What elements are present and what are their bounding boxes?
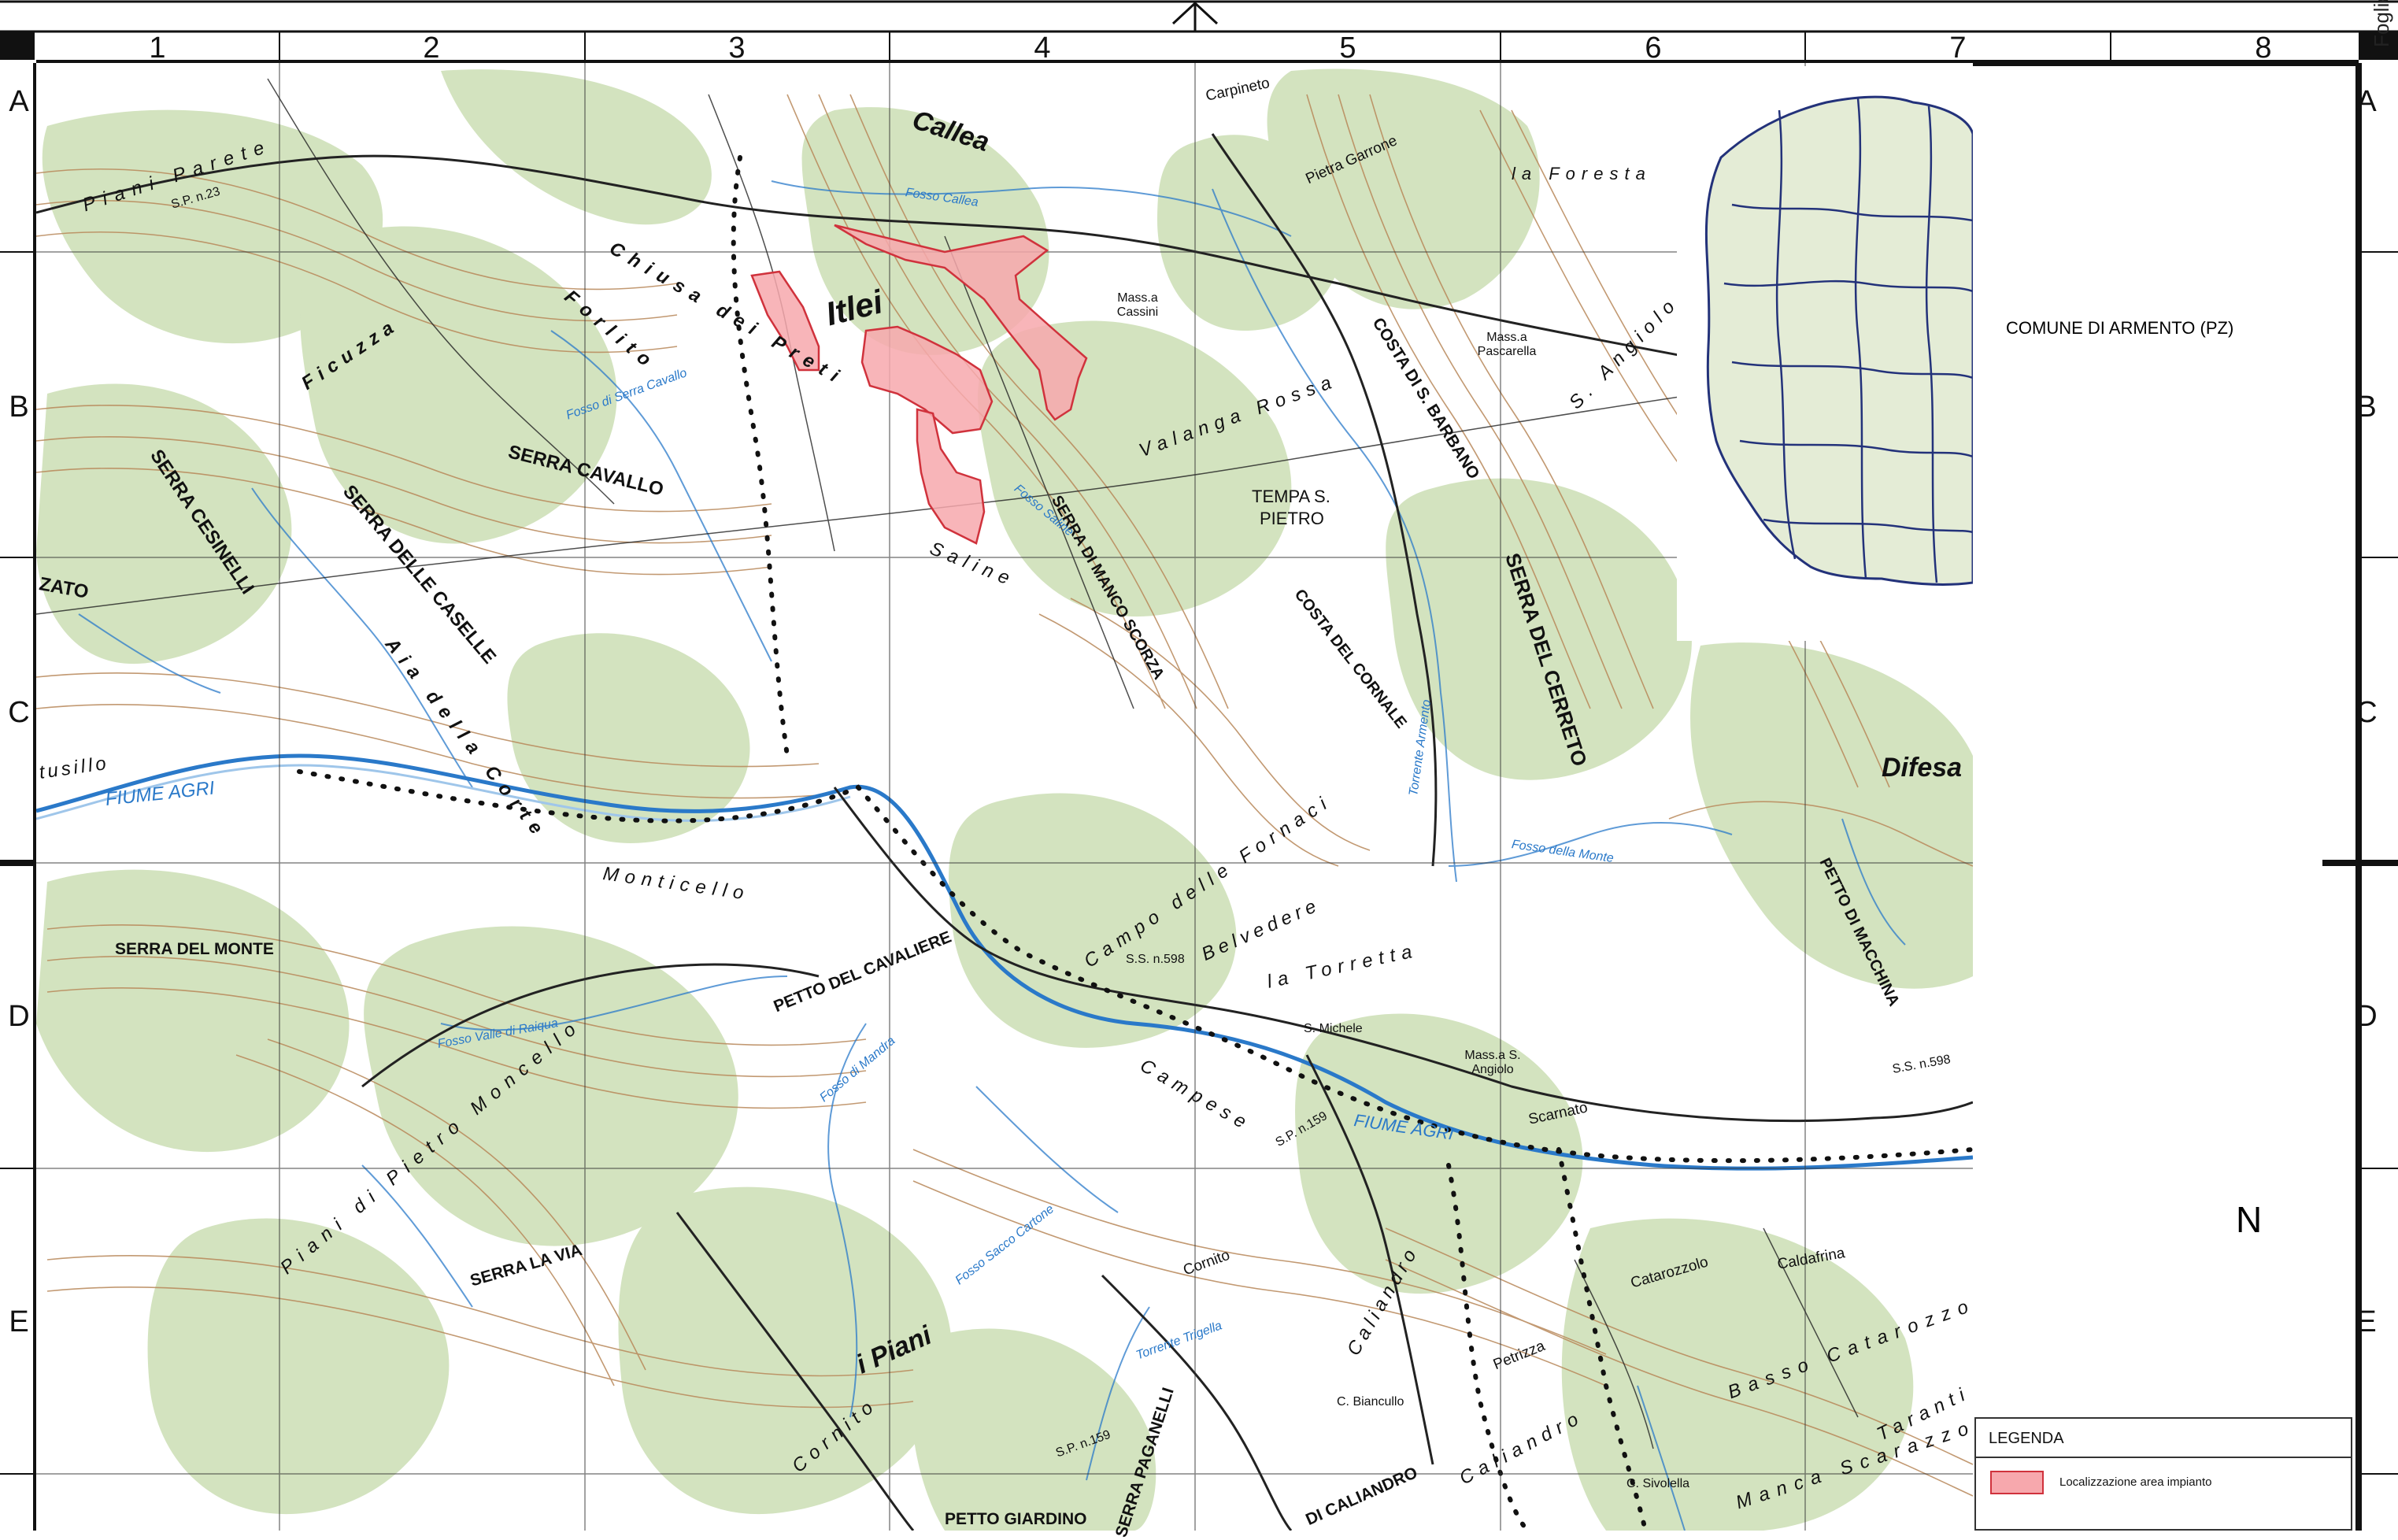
road-label-ss598: S.S. n.598 [1126, 953, 1185, 966]
place-tempa-s: TEMPA S. [1252, 487, 1330, 506]
sheet-corner-mark [0, 31, 35, 60]
place-mass-s-angiolo: Mass.a S. Angiolo [1464, 1049, 1521, 1076]
sheet-corner-mark [2359, 31, 2398, 60]
roads [36, 133, 1973, 1531]
grid-row-d-left: D [8, 1000, 30, 1033]
grid-row-a-left: A [9, 85, 29, 118]
grid-row-c-left: C [8, 696, 30, 729]
grid-column-6: 6 [1645, 31, 1662, 65]
project-area-north[interactable] [834, 224, 1088, 421]
grid-row-b-right: B [2356, 391, 2377, 424]
legend-item-label: Localizzazione area impianto [2059, 1475, 2212, 1489]
project-area-center[interactable] [860, 325, 994, 435]
streams [78, 180, 1906, 1531]
grid-row-b-left: B [9, 391, 29, 424]
municipal-boundary [297, 155, 1973, 1531]
legend-swatch-project-area [1990, 1471, 2044, 1494]
inset-municipality-label: COMUNE DI ARMENTO (PZ) [2006, 318, 2234, 338]
topographic-map[interactable] [36, 63, 2398, 1531]
place-serra-del-monte: SERRA DEL MONTE [115, 940, 274, 958]
place-c-sivolella: C. Sivolella [1626, 1477, 1690, 1490]
place-mass-pascarella: Mass.a Pascarella [1477, 331, 1537, 358]
place-c-biancullo: C. Biancullo [1337, 1395, 1404, 1409]
project-area-west[interactable] [750, 270, 820, 372]
legend-divider [1976, 1457, 2351, 1458]
sheet-format-note: Foglio da disegno ISO 5457 – A3T – OP60 … [2370, 0, 2394, 47]
fiume-agri-river [36, 753, 1973, 1171]
inset-location-map[interactable] [1677, 66, 2398, 641]
grid-row-d-right: D [2355, 1000, 2378, 1033]
grid-column-5: 5 [1339, 31, 1356, 65]
place-difesa: Difesa [1882, 753, 1963, 783]
north-arrow-label: N [2236, 1199, 2263, 1240]
grid-column-7: 7 [1949, 31, 1967, 65]
grid-row-c-right: C [2355, 696, 2378, 729]
legend-panel: LEGENDA Localizzazione area impianto [1974, 1417, 2352, 1531]
place-la-foresta: la Foresta [1512, 164, 1652, 183]
map-grid [36, 63, 1973, 1531]
place-petto-giardino: PETTO GIARDINO [945, 1510, 1087, 1528]
legend-title: LEGENDA [1989, 1430, 2064, 1447]
project-area-south[interactable] [916, 408, 986, 545]
grid-row-e-left: E [9, 1305, 29, 1338]
project-area-polygons[interactable] [750, 224, 1088, 545]
grid-column-4: 4 [1034, 31, 1051, 65]
grid-column-1: 1 [149, 31, 166, 65]
grid-column-3: 3 [728, 31, 746, 65]
grid-row-a-right: A [2356, 85, 2377, 118]
tracks [36, 78, 1859, 1449]
place-s-michele: S. Michele [1304, 1022, 1363, 1035]
grid-row-e-right: E [2356, 1305, 2377, 1338]
grid-column-8: 8 [2255, 31, 2272, 65]
place-pietro: PIETRO [1260, 509, 1324, 528]
grid-column-2: 2 [423, 31, 440, 65]
place-mass-cassini: Mass.a Cassini [1116, 291, 1159, 319]
